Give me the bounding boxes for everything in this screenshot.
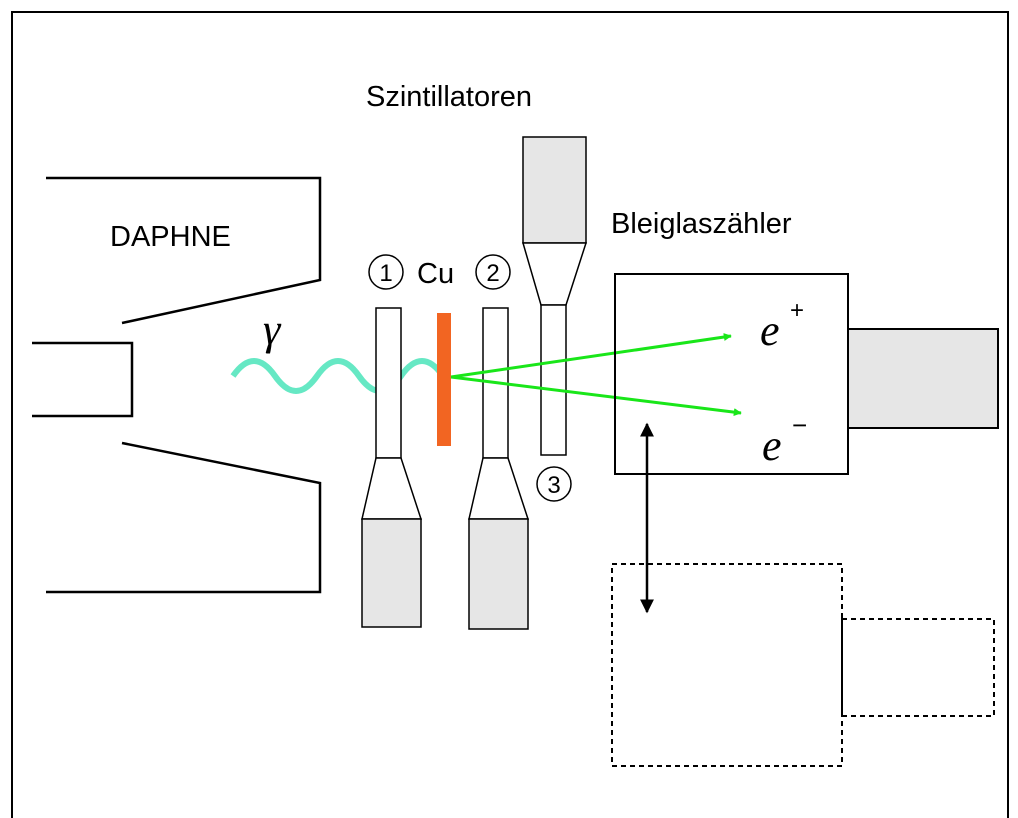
- electron-label: e −: [762, 410, 807, 470]
- pmt-2: [468, 518, 529, 630]
- label-circle-2: [475, 254, 511, 290]
- gamma-wave: [230, 358, 446, 394]
- pmt-1: [361, 518, 422, 628]
- diagram-frame: [11, 11, 1009, 818]
- leadglass-label: Bleiglaszähler: [611, 208, 792, 240]
- copper-label: Cu: [417, 258, 454, 290]
- svg-text:e: e: [762, 421, 782, 470]
- positron-label: e +: [760, 297, 804, 355]
- gamma-symbol: γ: [263, 305, 282, 354]
- label-number-3: 3: [547, 472, 560, 499]
- svg-text:−: −: [792, 410, 807, 440]
- leadglass-pmt: [847, 328, 999, 429]
- pmt-3: [522, 136, 587, 244]
- scintillator-2: [468, 307, 530, 630]
- daphne-label: DAPHNE: [110, 221, 231, 253]
- leadglass-pmt-lowered: [841, 618, 995, 717]
- label-circle-3: [536, 466, 572, 502]
- label-circle-1: [368, 254, 404, 290]
- daphne-accelerator: [32, 176, 322, 594]
- leadglass-counter: [614, 273, 849, 475]
- svg-text:e: e: [760, 306, 780, 355]
- scintillator-3: [522, 136, 588, 456]
- svg-text:+: +: [790, 297, 804, 324]
- scintillators-label: Szintillatoren: [366, 81, 532, 113]
- label-number-1: 1: [379, 260, 392, 287]
- positron-track: [450, 333, 732, 379]
- electron-track: [450, 375, 742, 417]
- scintillator-1: [361, 307, 423, 628]
- copper-target: [437, 313, 451, 446]
- label-number-2: 2: [486, 260, 499, 287]
